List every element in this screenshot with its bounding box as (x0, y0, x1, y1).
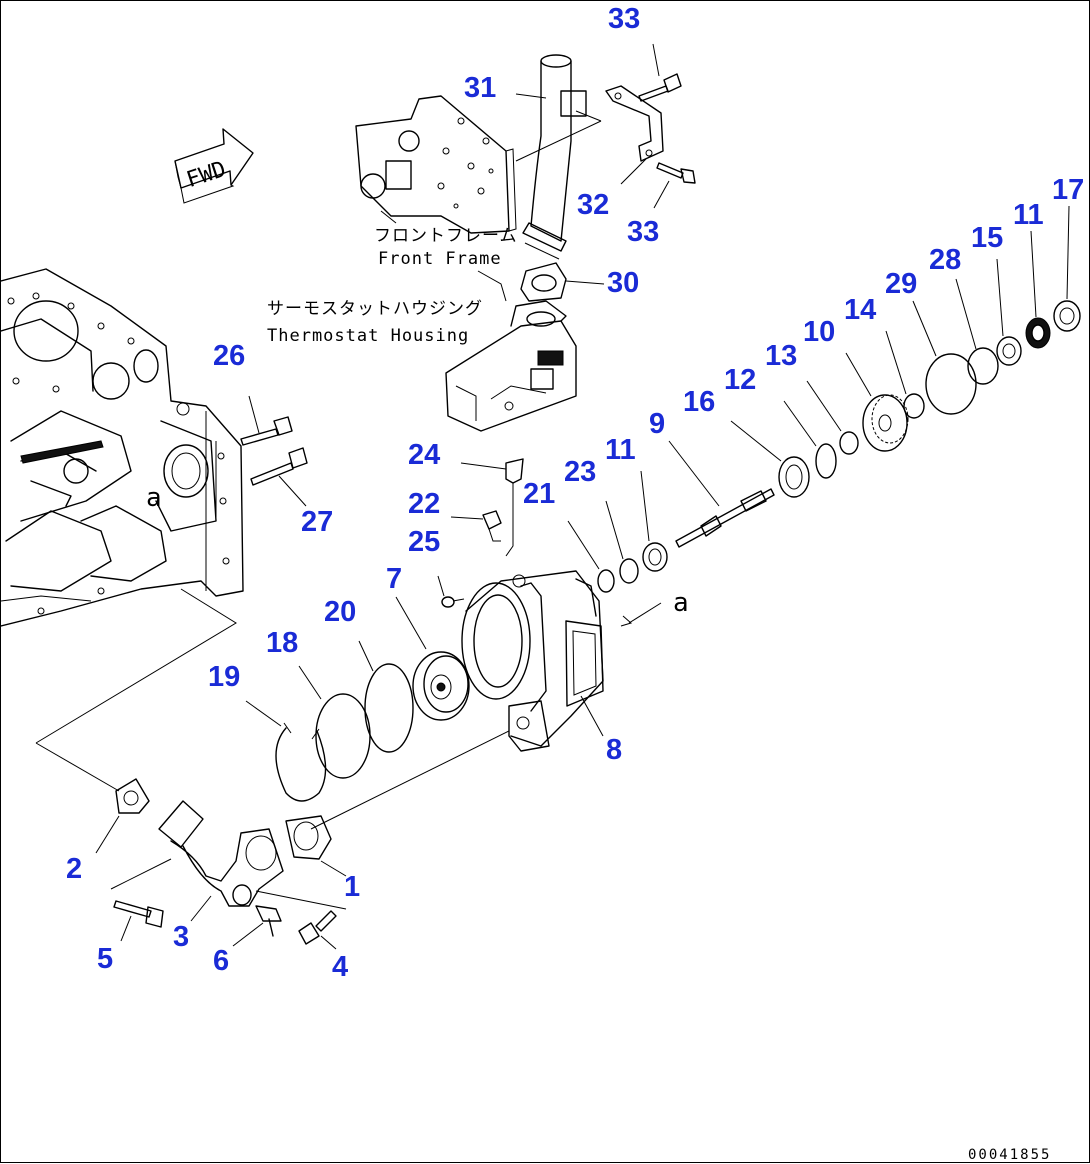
elbow-pipe-3 (158, 800, 284, 907)
collar-14 (903, 393, 925, 419)
callout-22: 22 (408, 488, 440, 520)
sensor-24 (505, 458, 524, 557)
callout-14: 14 (844, 294, 876, 326)
callout-20: 20 (324, 596, 356, 628)
callout-31: 31 (464, 72, 496, 104)
reference-mark-a-pump: a (673, 588, 689, 618)
callout-5: 5 (97, 943, 113, 975)
callout-8: 8 (606, 734, 622, 766)
thermostat-label-jp: サーモスタットハウジング (267, 299, 483, 319)
front-frame-label-jp: フロントフレーム (374, 226, 518, 246)
gasket-2 (115, 778, 150, 814)
o-ring-18 (315, 693, 371, 779)
bearing-15 (996, 336, 1022, 366)
water-pipe-31 (522, 54, 587, 260)
callout-1: 1 (344, 871, 360, 903)
o-ring-29 (925, 353, 977, 415)
snap-ring-19 (275, 727, 327, 802)
callout-27: 27 (301, 506, 333, 538)
callout-32: 32 (577, 189, 609, 221)
callout-numbers: 33 31 32 33 30 17 11 15 28 29 14 10 13 1… (66, 3, 1084, 983)
bolt-4 (298, 910, 337, 945)
impeller-7 (412, 651, 470, 721)
plug-25 (441, 596, 465, 608)
bolt-27 (250, 447, 308, 486)
callout-33-lower: 33 (627, 216, 659, 248)
thermostat-housing (445, 300, 577, 432)
front-frame-label-en: Front Frame (378, 249, 502, 269)
callout-2: 2 (66, 853, 82, 885)
callout-11-rear: 11 (1013, 199, 1044, 231)
ring-23 (619, 558, 639, 584)
leader-lines (95, 43, 1070, 950)
shaft-9 (675, 488, 775, 548)
bearing-16 (778, 456, 810, 498)
seal-21 (597, 569, 615, 593)
callout-21: 21 (523, 478, 555, 510)
callout-10: 10 (803, 316, 835, 348)
callout-12: 12 (724, 364, 756, 396)
callout-29: 29 (885, 268, 917, 300)
spacer-13 (839, 431, 859, 455)
bolt-33-upper (638, 73, 682, 102)
reference-mark-a-block: a (146, 483, 162, 513)
callout-15: 15 (971, 222, 1003, 254)
callout-30: 30 (607, 267, 639, 299)
callout-25: 25 (408, 526, 440, 558)
bolt-33-lower (656, 162, 696, 184)
callout-3: 3 (173, 921, 189, 953)
callout-13: 13 (765, 340, 797, 372)
fwd-label: FWD (184, 157, 230, 193)
sensor-6 (255, 905, 282, 937)
water-pump-body-8 (461, 570, 604, 752)
engine-block (1, 268, 244, 627)
gear-10 (862, 394, 909, 452)
seal-11-front (642, 542, 668, 572)
gasket-30 (520, 262, 567, 302)
callout-4: 4 (332, 951, 348, 983)
gasket-1 (285, 815, 332, 860)
callout-7: 7 (386, 563, 402, 595)
callout-26: 26 (213, 340, 245, 372)
callout-23: 23 (564, 456, 596, 488)
bolt-5 (113, 900, 164, 928)
callout-17: 17 (1052, 174, 1084, 206)
fwd-arrow-icon: FWD (174, 128, 254, 204)
drawing-code: 00041855 (968, 1147, 1051, 1163)
o-ring-28 (967, 347, 999, 385)
callout-6: 6 (213, 945, 229, 977)
callout-16: 16 (683, 386, 715, 418)
callout-24: 24 (408, 439, 440, 471)
o-ring-20 (364, 663, 414, 753)
front-frame-plate (355, 95, 517, 234)
callout-11-front: 11 (605, 434, 636, 466)
cap-17 (1053, 300, 1081, 332)
callout-28: 28 (929, 244, 961, 276)
callout-9: 9 (649, 408, 665, 440)
fitting-22 (482, 510, 502, 542)
callout-33-upper: 33 (608, 3, 640, 35)
callout-19: 19 (208, 661, 240, 693)
callout-18: 18 (266, 627, 298, 659)
snap-ring-12 (815, 443, 837, 479)
bracket-32 (605, 85, 664, 162)
bolt-26 (240, 416, 293, 446)
thermostat-label-en: Thermostat Housing (267, 326, 469, 346)
